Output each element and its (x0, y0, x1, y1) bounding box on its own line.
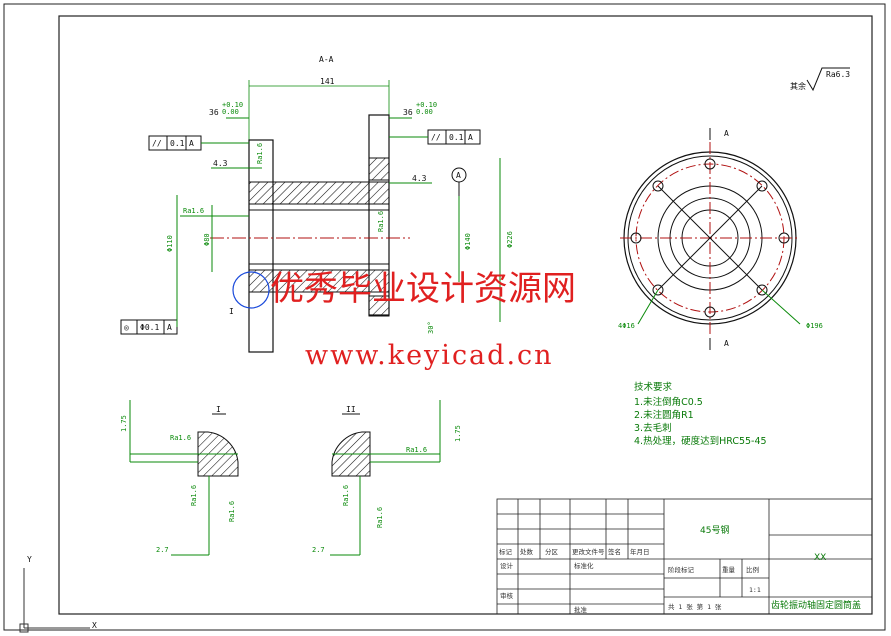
dim-small-angle: 30° (427, 321, 435, 334)
detail-i: I 1.75 2.7 Ra1.6 Ra1.6 Ra1.6 (120, 400, 239, 556)
svg-text:阶段标记: 阶段标记 (668, 565, 695, 574)
tech-notes-title: 技术要求 (634, 381, 673, 393)
dim-hole-dia: 4Φ16 (618, 322, 635, 330)
detail-i-label: I (216, 405, 221, 414)
title-block (496, 498, 873, 615)
svg-text:Ra1.6: Ra1.6 (228, 501, 236, 522)
svg-text:标记: 标记 (499, 547, 513, 556)
svg-text:批准: 批准 (574, 605, 588, 614)
dim-chamfer-right: 4.3 (412, 174, 427, 183)
svg-text:A: A (456, 171, 461, 180)
body-hatch-top (248, 181, 390, 205)
ucs-y: Y (27, 555, 32, 564)
dim-inner-dia: Φ110 (166, 235, 174, 252)
svg-text:1:1: 1:1 (749, 586, 761, 594)
svg-text:设计: 设计 (500, 561, 514, 570)
tech-note-2: 2.未注圆角R1 (634, 409, 694, 421)
dim-flange-dia: Φ140 (464, 233, 472, 250)
dim-bore-dia: Φ80 (203, 233, 211, 246)
svg-text:A: A (468, 133, 473, 142)
inner-frame (58, 15, 873, 615)
tech-notes: 技术要求 1.未注倒角C0.5 2.未注圆角R1 3.去毛刺 4.热处理，硬度达… (634, 381, 767, 447)
svg-text:+0.10: +0.10 (222, 101, 243, 109)
detail-ii-height: 1.75 (454, 425, 462, 442)
svg-text:更改文件号: 更改文件号 (572, 547, 605, 556)
detail-i-height: 1.75 (120, 415, 128, 432)
svg-text:比例: 比例 (746, 565, 759, 574)
dim-right-fit: 36 (403, 108, 413, 117)
tech-note-4: 4.热处理，硬度达到HRC55-45 (634, 435, 767, 447)
svg-text:其余: 其余 (790, 81, 806, 91)
svg-text:0.1: 0.1 (170, 139, 185, 148)
svg-text:Ra1.6: Ra1.6 (170, 434, 191, 442)
company: XX (814, 553, 826, 563)
svg-text:Ra1.6: Ra1.6 (376, 507, 384, 528)
svg-text:Φ0.1: Φ0.1 (140, 323, 159, 332)
section-label: A-A (319, 55, 334, 64)
watermark-line1: 优秀毕业设计资源网 (270, 269, 576, 309)
svg-text:◎: ◎ (124, 323, 129, 332)
svg-text:分区: 分区 (545, 547, 559, 556)
ra-top: Ra1.6 (256, 143, 264, 164)
svg-text:共 1 张 第 1 张: 共 1 张 第 1 张 (668, 602, 722, 611)
svg-text:Ra1.6: Ra1.6 (406, 446, 427, 454)
detail-circle-i (232, 271, 270, 309)
ra-right: Ra1.6 (377, 211, 385, 232)
svg-text:Ra1.6: Ra1.6 (190, 485, 198, 506)
svg-text:年月日: 年月日 (630, 547, 650, 556)
marker-a-bottom: A (724, 339, 729, 348)
ucs-x: X (92, 621, 97, 630)
svg-text:0.00: 0.00 (222, 108, 239, 116)
detail-ii: II 1.75 2.7 Ra1.6 Ra1.6 Ra1.6 (312, 400, 462, 556)
dim-left-fit: 36 (209, 108, 219, 117)
svg-text:A: A (189, 139, 194, 148)
bolt-holes (630, 158, 790, 318)
dim-pcd: Φ196 (806, 322, 823, 330)
svg-text://: // (431, 133, 441, 142)
tol-parallel-right: // 0.1 A (389, 129, 481, 145)
svg-text:0.1: 0.1 (449, 133, 464, 142)
material: 45号钢 (700, 524, 729, 536)
end-view: A A 4Φ16 Φ196 (618, 128, 823, 350)
svg-text:审核: 审核 (500, 591, 514, 600)
ra-left: Ra1.6 (183, 207, 204, 215)
svg-text:处数: 处数 (520, 547, 534, 556)
detail-i-bottom: 2.7 (156, 546, 169, 554)
svg-text://: // (152, 139, 162, 148)
watermark-line2: www.keyicad.cn (305, 340, 554, 371)
detail-ii-bottom: 2.7 (312, 546, 325, 554)
part-name: 齿轮振动轴固定圆筒盖 (771, 599, 861, 611)
marker-a-top: A (724, 129, 729, 138)
svg-text:A: A (167, 323, 172, 332)
body-hatch-bottom (248, 269, 390, 293)
tech-note-3: 3.去毛刺 (634, 422, 672, 434)
dim-chamfer-left: 4.3 (213, 159, 228, 168)
svg-text:签名: 签名 (608, 547, 621, 556)
dim-overall-width: 141 (320, 77, 335, 86)
svg-text:0.00: 0.00 (416, 108, 433, 116)
ucs-icon: Y X (19, 555, 97, 633)
svg-text:Ra1.6: Ra1.6 (342, 485, 350, 506)
title-block-text: 45号钢 XX 齿轮振动轴固定圆筒盖 标记 处数 分区 更改文件号 签名 年月日… (499, 524, 861, 614)
svg-text:Ra6.3: Ra6.3 (826, 70, 850, 79)
surface-finish: 其余 Ra6.3 (790, 67, 850, 92)
tech-note-1: 1.未注倒角C0.5 (634, 396, 703, 408)
tol-coaxial: ◎ Φ0.1 A (120, 290, 178, 335)
dim-outer-dia: Φ226 (506, 231, 514, 248)
section-view: A-A 141 36 +0.10 0.00 36 +0.10 0.00 (120, 55, 514, 353)
outer-frame (3, 3, 886, 631)
left-flange (248, 139, 274, 353)
tol-parallel-left: // 0.1 A (148, 135, 249, 151)
svg-text:+0.10: +0.10 (416, 101, 437, 109)
detail-ii-label: II (346, 405, 356, 414)
svg-text:I: I (229, 307, 234, 316)
svg-text:标准化: 标准化 (574, 561, 594, 570)
svg-text:重量: 重量 (722, 566, 736, 574)
